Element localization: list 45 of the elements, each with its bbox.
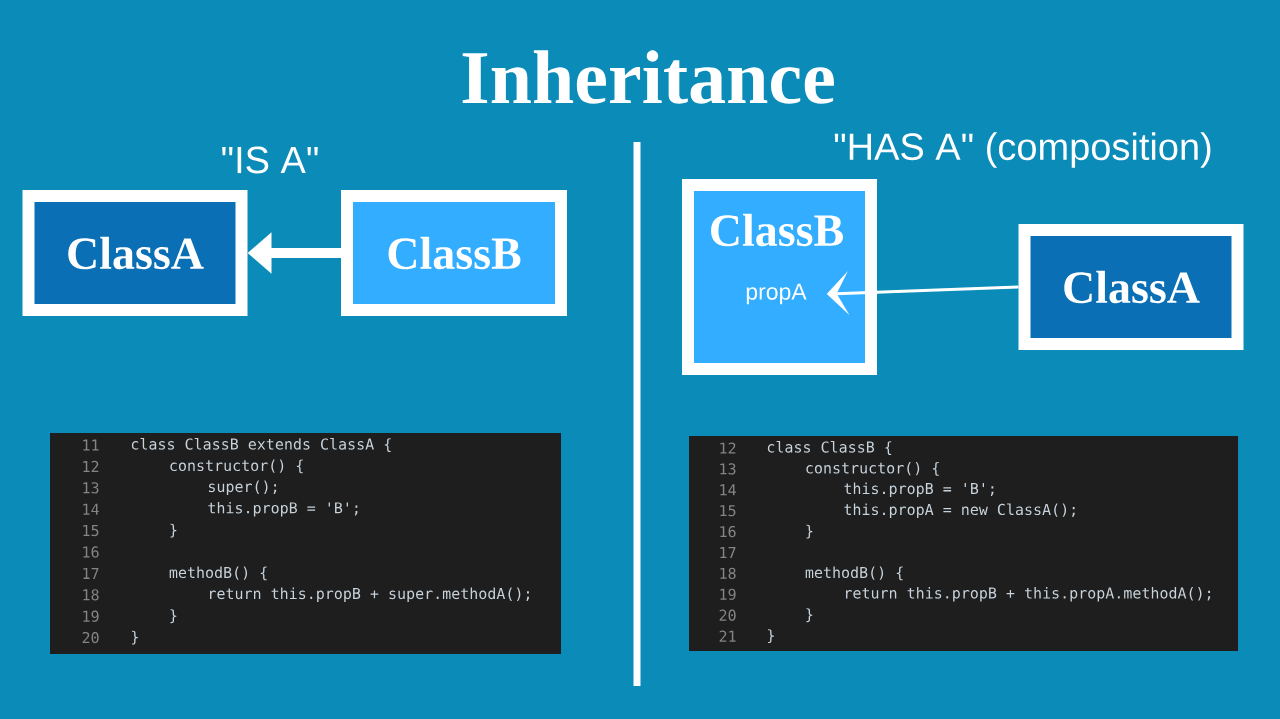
code-line: return this.propB + this.propA.methodA();	[846, 587, 1211, 602]
line-number: 16	[720, 525, 736, 538]
property-label: propA	[746, 283, 807, 305]
code-line: class ClassB extends ClassA {	[131, 438, 391, 452]
line-number: 12	[83, 460, 99, 472]
code-line: }	[170, 523, 177, 538]
line-number: 14	[720, 484, 736, 496]
code-line: return this.propB + super.methodA();	[210, 587, 529, 603]
line-number: 18	[720, 567, 736, 580]
code-line: constructor() {	[806, 462, 939, 476]
code-line: constructor() {	[170, 459, 303, 474]
line-number: 12	[720, 442, 736, 454]
code-line: super();	[208, 480, 277, 496]
class-box: ClassA	[22, 190, 248, 316]
class-box: ClassA	[1018, 224, 1244, 350]
line-number: 17	[83, 567, 99, 579]
line-number: 20	[82, 631, 99, 644]
code-line: }	[132, 630, 138, 645]
line-number: 19	[83, 610, 99, 622]
code-line: }	[806, 524, 813, 539]
code-line: this.propB = 'B';	[208, 501, 358, 517]
relation-label: "IS A"	[222, 146, 318, 174]
line-number: 18	[83, 589, 99, 601]
line-number: 19	[720, 588, 736, 600]
title: Inheritance	[462, 50, 834, 104]
code-line: this.propA = new ClassA();	[844, 503, 1075, 518]
line-number: 15	[83, 525, 99, 537]
relation-label: "HAS A" (composition)	[834, 132, 1211, 168]
line-number: 15	[720, 505, 736, 517]
line-number: 17	[720, 547, 736, 558]
code-line: methodB() {	[169, 566, 267, 581]
line-number: 14	[83, 503, 99, 515]
code-line: }	[768, 629, 774, 644]
code-line: }	[806, 608, 813, 623]
code-line: }	[170, 609, 177, 624]
line-number: 21	[719, 630, 736, 642]
code-line: class ClassB {	[767, 441, 892, 455]
line-number: 16	[83, 546, 99, 558]
code-line: this.propB = 'B';	[844, 482, 994, 498]
line-number: 13	[83, 482, 99, 494]
class-box: ClassB	[341, 190, 567, 316]
code-line: methodB() {	[805, 566, 903, 581]
line-number: 13	[720, 463, 736, 475]
line-number: 11	[83, 439, 99, 451]
line-number: 20	[719, 609, 736, 621]
